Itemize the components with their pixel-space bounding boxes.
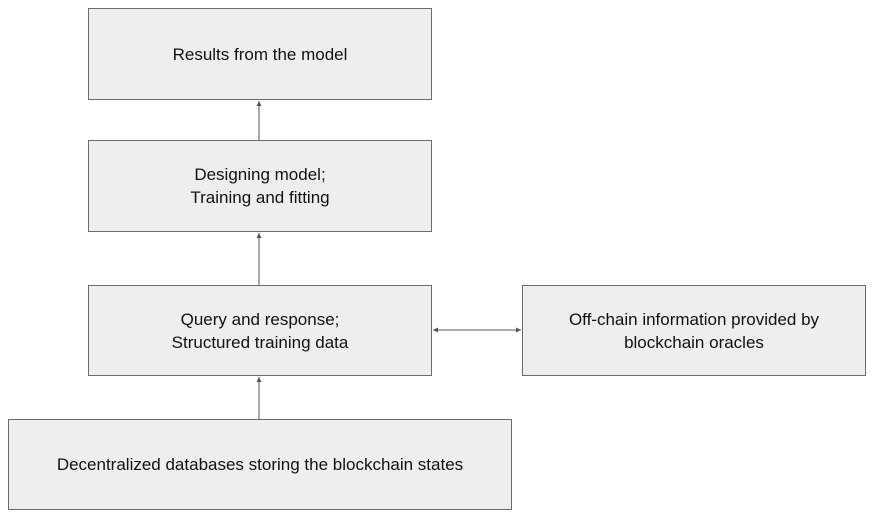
node-query-line-2: Structured training data <box>171 332 349 352</box>
node-database-line-1: Decentralized databases storing the bloc… <box>56 455 464 474</box>
node-oracle-line-2: blockchain oracles <box>624 332 764 352</box>
node-query-line-1: Query and response; <box>180 309 340 329</box>
node-oracle-line-1: Off-chain information provided by <box>568 309 820 329</box>
node-results: Results from the model <box>88 8 432 100</box>
node-design-line-1: Designing model; <box>194 165 326 184</box>
node-database: Decentralized databases storing the bloc… <box>8 419 512 510</box>
node-design: Designing model; Training and fitting <box>88 140 432 232</box>
node-design-line-2: Training and fitting <box>190 188 330 207</box>
node-oracle: Off-chain information provided by blockc… <box>522 285 866 376</box>
node-query: Query and response; Structured training … <box>88 285 432 376</box>
node-results-line-1: Results from the model <box>172 44 348 64</box>
